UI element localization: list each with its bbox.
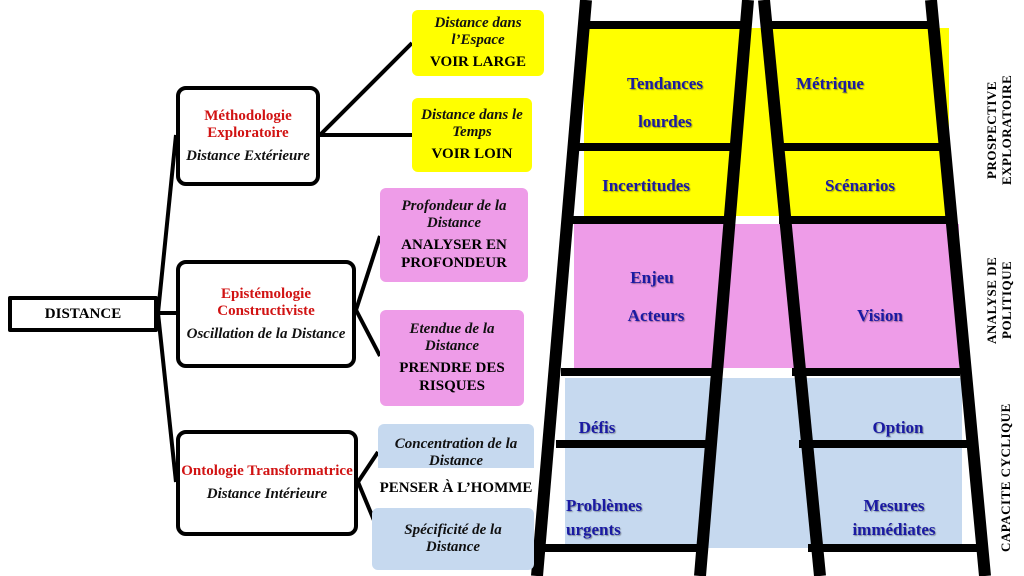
leaf-title: Distance dans l’Espace [434,15,522,48]
cell-incertitudes: Incertitudes [602,176,690,195]
cell-problemes: Problèmes urgents [566,496,643,539]
cell-option: Option [872,418,924,437]
leaf-title: Spécificité de la Distance [404,522,502,555]
root-label: DISTANCE [44,305,122,322]
leaf-action: VOIR LARGE [430,54,526,70]
magenta-band [574,224,959,368]
branch-title: Epistémologie Constructiviste [217,285,315,319]
leaf-etendue: Etendue de la Distance PRENDRE DES RISQU… [380,310,524,406]
branch-title: Ontologie Transformatrice [181,463,353,479]
blue-band [565,378,962,548]
side-label-prospective: PROSPECTIVE EXPLORATOIRE [984,50,1022,210]
leaf-distance-temps: Distance dans le Temps VOIR LOIN [412,98,532,172]
leaf-specificite: Spécificité de la Distance [372,508,534,570]
branch-title: Méthodologie Exploratoire [204,107,292,141]
leaf-action: PENSER À L’HOMME [379,480,533,496]
cell-mesures: Mesures immédiates [852,496,936,539]
leaf-title: Distance dans le Temps [421,107,523,140]
leaf-title: Concentration de la Distance [394,436,518,469]
branch-ontologie: Ontologie Transformatrice Distance Intér… [176,430,358,536]
ladder-rails [531,0,991,576]
leaf-title: Profondeur de la Distance [401,198,507,231]
side-label-capacite: CAPACITE CYCLIQUE [998,386,1024,570]
cell-acteurs: Acteurs [627,306,685,325]
leaf-profondeur: Profondeur de la Distance ANALYSER EN PR… [380,188,528,282]
leaf-action: PRENDRE DES RISQUES [399,360,505,394]
branch-subtitle: Oscillation de la Distance [186,325,346,342]
cell-vision: Vision [857,306,903,325]
leaf-distance-espace: Distance dans l’Espace VOIR LARGE [412,10,544,76]
cell-scenarios: Scénarios [825,176,895,195]
leaf-penser-text: PENSER À L’HOMME [378,468,534,508]
cell-enjeu: Enjeu [630,268,674,287]
cell-lourdes: lourdes [638,112,692,131]
ladder-rungs [545,21,978,552]
side-label-analyse: ANALYSE DE POLITIQUE [984,244,1022,356]
cell-tendances: Tendances [627,74,703,93]
leaf-action: VOIR LOIN [431,146,513,162]
leaf-title: Etendue de la Distance [409,321,495,354]
cell-defis: Défis [578,418,616,437]
branch-subtitle: Distance Extérieure [186,147,310,164]
root-node: DISTANCE [8,296,158,332]
cell-metrique: Métrique [796,74,864,93]
leaf-action: ANALYSER EN PROFONDEUR [401,237,507,271]
tree-connectors [156,41,414,531]
branch-methodologie: Méthodologie Exploratoire Distance Extér… [176,86,320,186]
branch-subtitle: Distance Intérieure [206,486,328,502]
branch-epistemologie: Epistémologie Constructiviste Oscillatio… [176,260,356,368]
